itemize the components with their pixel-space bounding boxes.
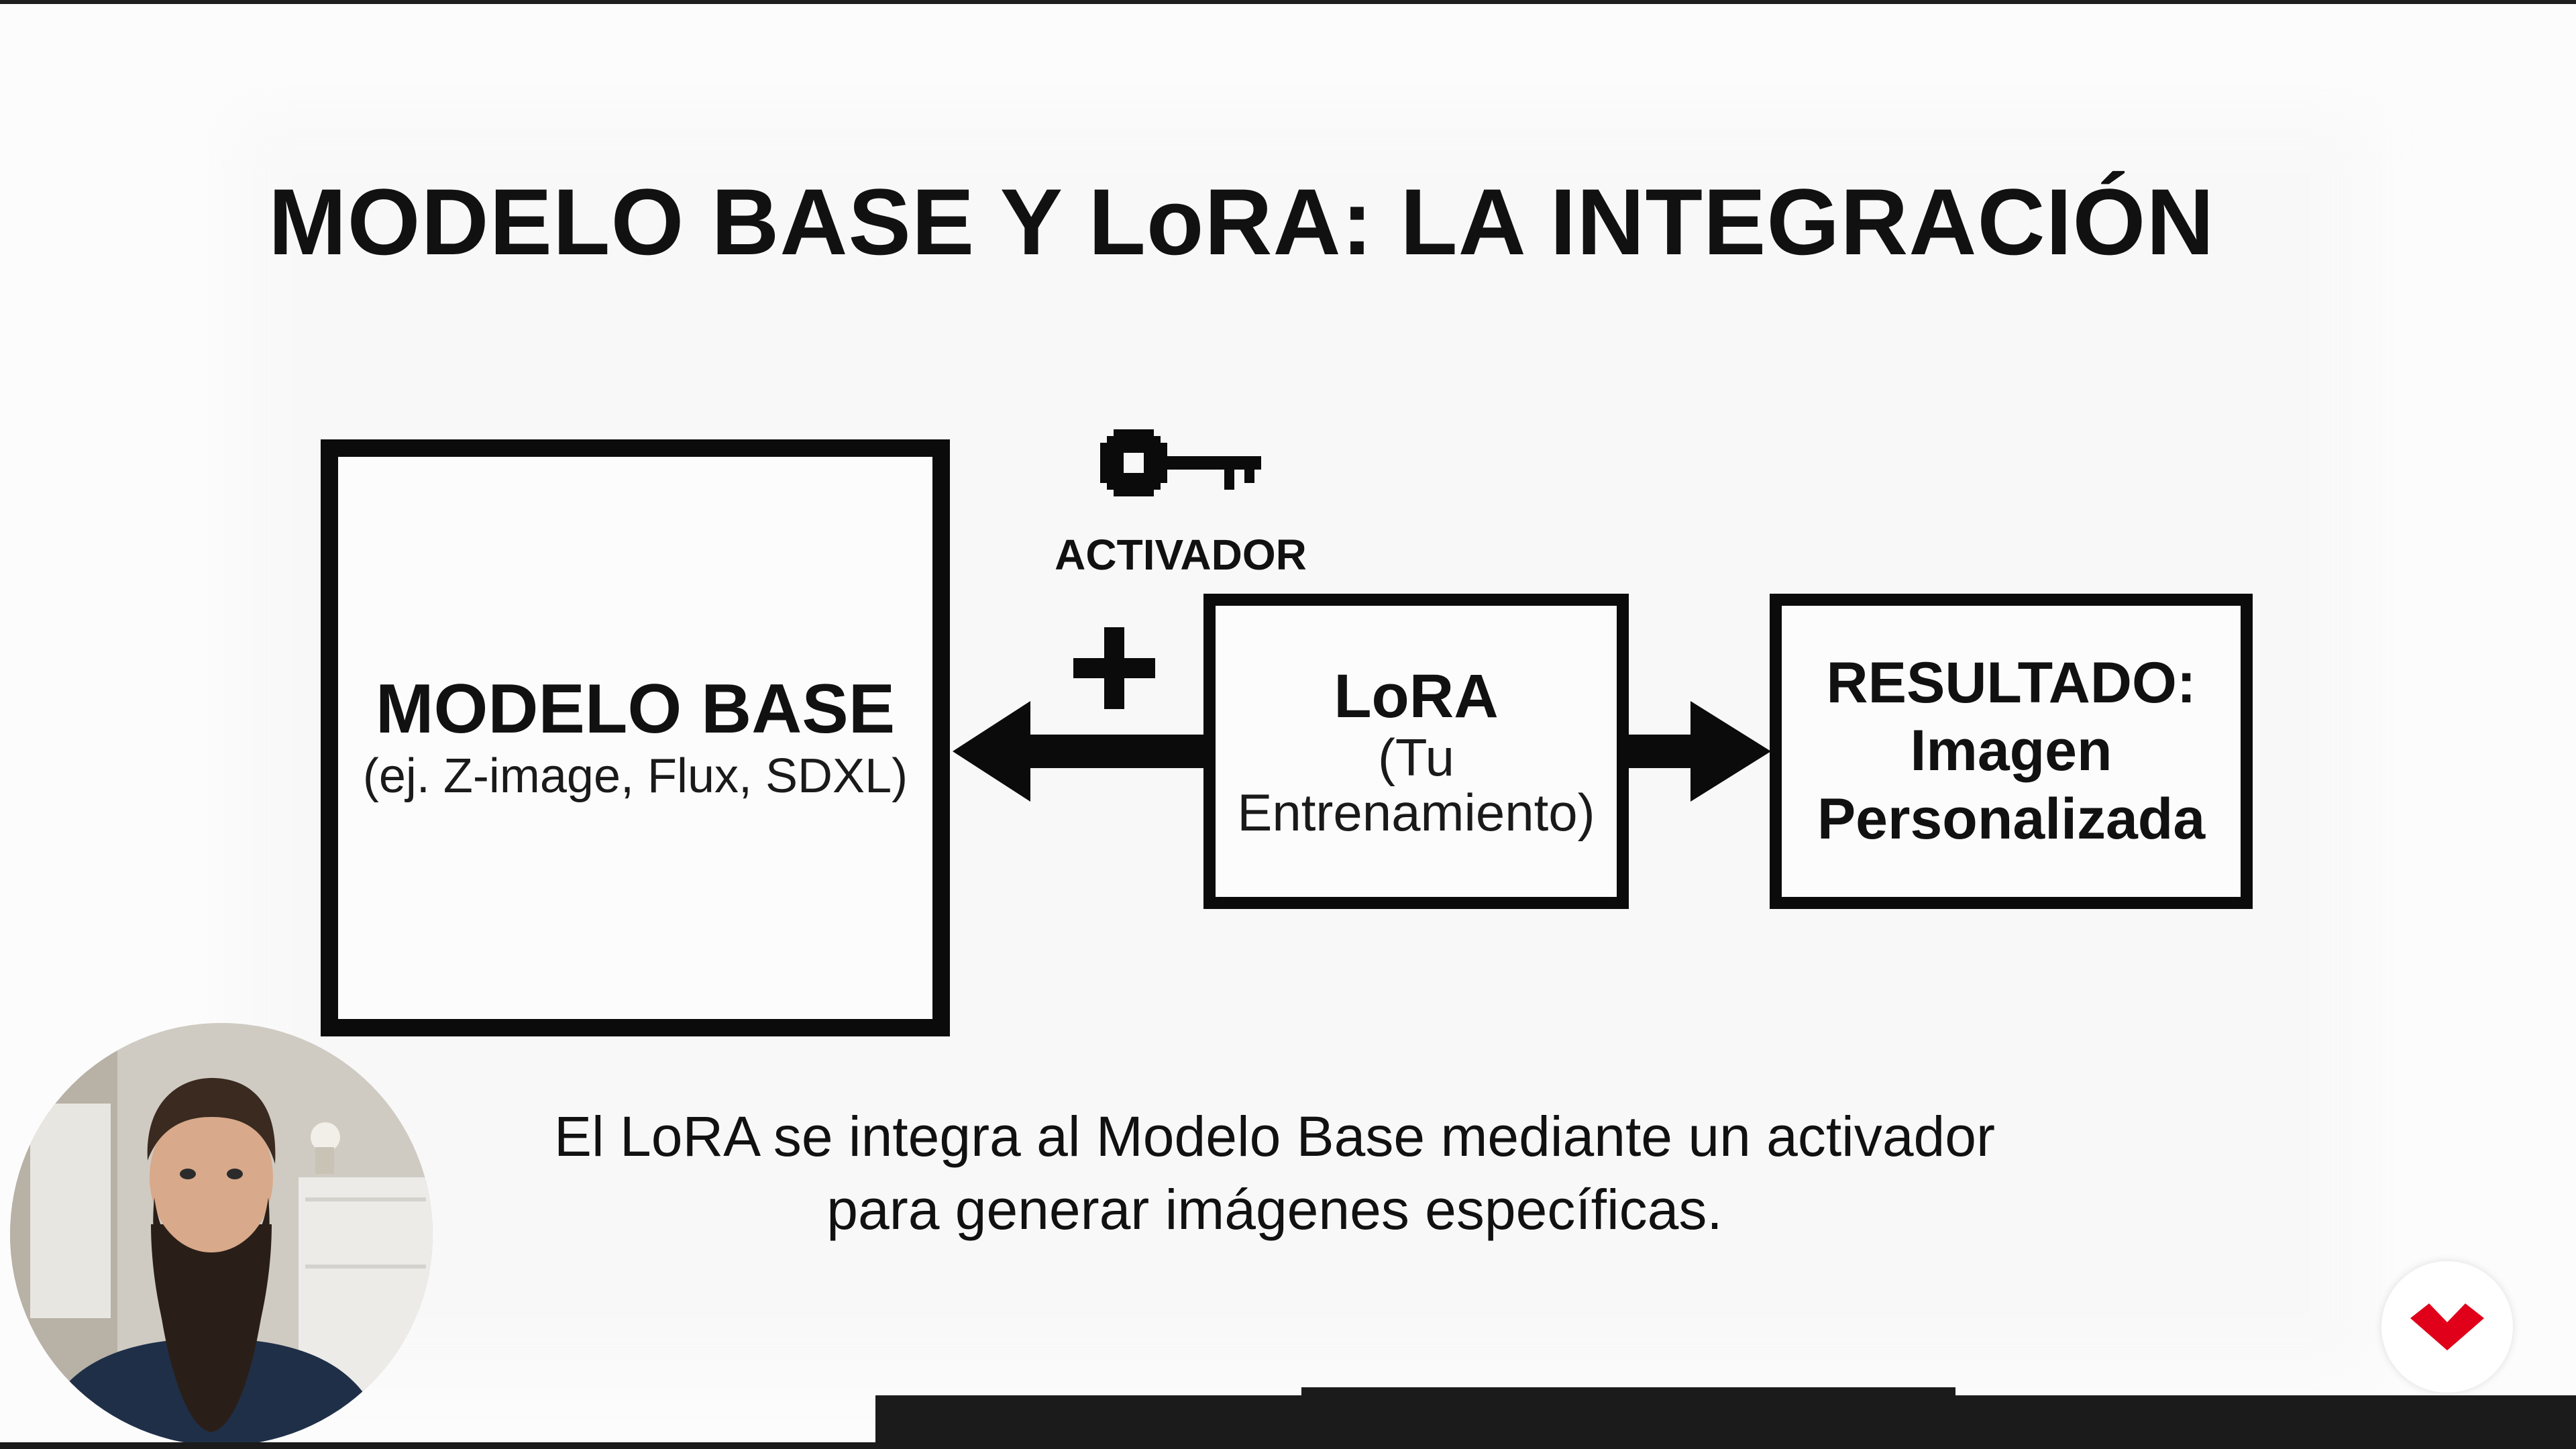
bottom-overlay-tab bbox=[1301, 1387, 1955, 1397]
plus-icon bbox=[1073, 627, 1155, 709]
result-line3: Personalizada bbox=[1817, 786, 2206, 851]
key-icon bbox=[1100, 429, 1261, 496]
base-model-subtitle: (ej. Z-image, Flux, SDXL) bbox=[362, 749, 908, 803]
result-line1: RESULTADO: bbox=[1826, 650, 2196, 715]
lora-title: LoRA bbox=[1334, 661, 1499, 731]
lora-subtitle-line2: Entrenamiento) bbox=[1237, 782, 1595, 842]
lora-subtitle-line1: (Tu bbox=[1377, 727, 1455, 787]
bottom-border bbox=[0, 1442, 875, 1449]
slide-caption: El LoRA se integra al Modelo Base median… bbox=[402, 1100, 2147, 1246]
caption-line1: El LoRA se integra al Modelo Base median… bbox=[554, 1105, 1995, 1168]
arrow-right-icon bbox=[1629, 701, 1771, 802]
result-line2: Imagen bbox=[1910, 718, 2112, 784]
brand-logo-badge bbox=[2381, 1261, 2513, 1393]
arrow-left-icon bbox=[953, 701, 1208, 802]
top-border bbox=[0, 0, 2576, 4]
activator-label: ACTIVADOR bbox=[1055, 531, 1307, 579]
base-model-title: MODELO BASE bbox=[375, 669, 896, 748]
slide-title: MODELO BASE Y LoRA: LA INTEGRACIÓN bbox=[268, 169, 2215, 274]
presenter-avatar bbox=[10, 1023, 433, 1446]
result-box: RESULTADO: Imagen Personalizada bbox=[1770, 594, 2253, 909]
base-model-box: MODELO BASE (ej. Z-image, Flux, SDXL) bbox=[321, 439, 950, 1036]
brand-logo-icon bbox=[2410, 1303, 2484, 1350]
caption-line2: para generar imágenes específicas. bbox=[826, 1178, 1723, 1242]
presenter-webcam bbox=[10, 1023, 433, 1446]
bottom-overlay-bar bbox=[875, 1395, 2576, 1449]
lora-box: LoRA (Tu Entrenamiento) bbox=[1203, 594, 1629, 909]
